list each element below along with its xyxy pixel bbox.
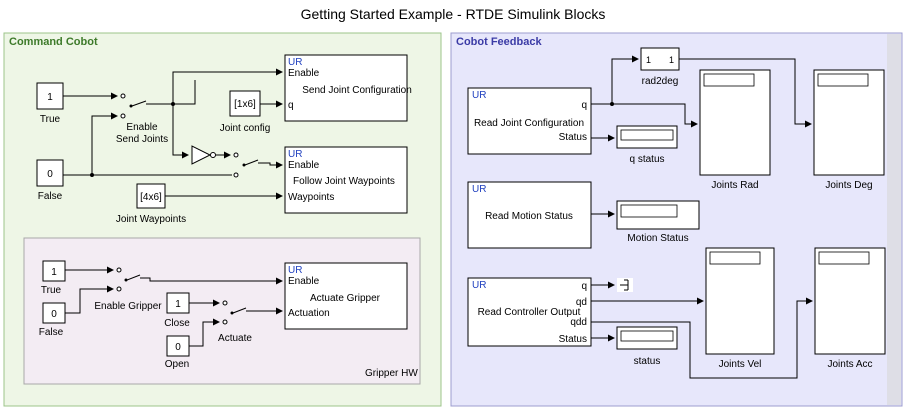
actuate-switch[interactable] xyxy=(222,300,247,325)
read-joint-config-tag: UR xyxy=(472,90,486,101)
read-controller-output-block[interactable] xyxy=(467,277,592,347)
const-false-value: 0 xyxy=(47,169,53,180)
joint-waypoints-value: [4x6] xyxy=(140,192,162,203)
read-joint-config-block[interactable] xyxy=(467,87,592,155)
const-true-value: 1 xyxy=(47,92,53,103)
joint-config-block[interactable] xyxy=(229,90,261,117)
const-true-label: True xyxy=(40,114,61,125)
rad2deg-label: rad2deg xyxy=(642,76,679,87)
enable-send-joints-label-2: Send Joints xyxy=(116,134,168,145)
enable-send-joints-label-1: Enable xyxy=(126,122,158,133)
joints-deg-label: Joints Deg xyxy=(825,180,872,191)
follow-waypoints-port-waypoints: Waypoints xyxy=(288,192,334,203)
rad2deg-in: 1 xyxy=(646,55,651,65)
actuate-gripper-port-actuation: Actuation xyxy=(288,308,330,319)
actuate-gripper-title: Actuate Gripper xyxy=(310,293,381,304)
wire-to-send-enable xyxy=(172,68,283,104)
follow-waypoints-title: Follow Joint Waypoints xyxy=(293,176,395,187)
joints-rad-label: Joints Rad xyxy=(711,180,758,191)
read-motion-status-tag: UR xyxy=(472,184,486,195)
const-close-value: 1 xyxy=(175,299,181,310)
read-controller-port-qd: qd xyxy=(576,297,587,308)
joints-rad-scope[interactable] xyxy=(699,69,771,176)
send-joint-config-title: Send Joint Configuration xyxy=(302,85,412,96)
motion-status-label: Motion Status xyxy=(627,233,688,244)
gripper-const-true-block[interactable] xyxy=(42,260,66,282)
joints-acc-label: Joints Acc xyxy=(827,359,872,370)
read-controller-output-tag: UR xyxy=(472,280,486,291)
waypoints-enable-switch[interactable] xyxy=(233,152,259,178)
gripper-const-false-label: False xyxy=(39,327,64,338)
read-motion-status-title: Read Motion Status xyxy=(485,211,573,222)
enable-gripper-label: Enable Gripper xyxy=(94,301,162,312)
read-controller-port-status: Status xyxy=(559,334,587,345)
actuate-gripper-tag: UR xyxy=(288,265,302,276)
actuate-gripper-block[interactable] xyxy=(284,262,408,330)
joints-acc-scope[interactable] xyxy=(814,247,886,355)
enable-send-joints-switch[interactable] xyxy=(120,93,156,119)
gripper-const-true-label: True xyxy=(41,285,62,296)
read-controller-port-q: q xyxy=(581,281,587,292)
send-joint-config-port-enable: Enable xyxy=(288,68,320,79)
const-true-block[interactable] xyxy=(36,82,64,110)
joint-config-label: Joint config xyxy=(220,123,271,134)
gripper-hw-label: Gripper HW xyxy=(365,368,418,379)
read-joint-config-port-status: Status xyxy=(559,132,587,143)
send-joint-config-port-q: q xyxy=(288,100,294,111)
status-label: status xyxy=(634,356,661,367)
command-cobot-label: Command Cobot xyxy=(9,36,98,48)
read-controller-port-qdd: qdd xyxy=(570,317,587,328)
read-joint-config-port-q: q xyxy=(581,100,587,111)
joint-config-value: [1x6] xyxy=(234,99,256,110)
read-motion-status-block[interactable] xyxy=(467,181,592,249)
page-title: Getting Started Example - RTDE Simulink … xyxy=(301,6,606,22)
follow-joint-waypoints-block[interactable] xyxy=(284,146,408,214)
joints-vel-label: Joints Vel xyxy=(719,359,762,370)
feedback-scrollbar[interactable] xyxy=(887,34,901,405)
send-joint-config-block[interactable] xyxy=(284,54,408,122)
send-joint-config-tag: UR xyxy=(288,57,302,68)
read-joint-config-title: Read Joint Configuration xyxy=(474,118,584,129)
wire-to-not xyxy=(172,104,189,159)
terminator-block[interactable] xyxy=(617,278,633,292)
const-open-label: Open xyxy=(165,359,189,370)
joints-vel-scope[interactable] xyxy=(705,247,775,355)
follow-waypoints-port-enable: Enable xyxy=(288,160,320,171)
rad2deg-out: 1 xyxy=(669,55,674,65)
wire-to-follow-enable xyxy=(258,161,283,169)
follow-waypoints-tag: UR xyxy=(288,149,302,160)
const-false-label: False xyxy=(38,191,63,202)
actuate-label: Actuate xyxy=(218,333,252,344)
cobot-feedback-label: Cobot Feedback xyxy=(456,36,542,48)
wire-false-to-switch xyxy=(91,112,118,175)
not-gate[interactable] xyxy=(191,145,216,165)
gripper-const-true-value: 1 xyxy=(51,267,57,278)
const-false-block[interactable] xyxy=(36,159,64,187)
joints-deg-scope[interactable] xyxy=(813,69,885,176)
enable-gripper-switch[interactable] xyxy=(116,267,141,292)
joint-waypoints-label: Joint Waypoints xyxy=(116,214,186,225)
read-controller-output-title: Read Controller Output xyxy=(478,307,581,318)
gripper-const-false-value: 0 xyxy=(51,309,57,320)
const-close-label: Close xyxy=(164,318,190,329)
q-status-label: q status xyxy=(629,154,664,165)
actuate-gripper-port-enable: Enable xyxy=(288,276,320,287)
const-open-value: 0 xyxy=(175,342,181,353)
